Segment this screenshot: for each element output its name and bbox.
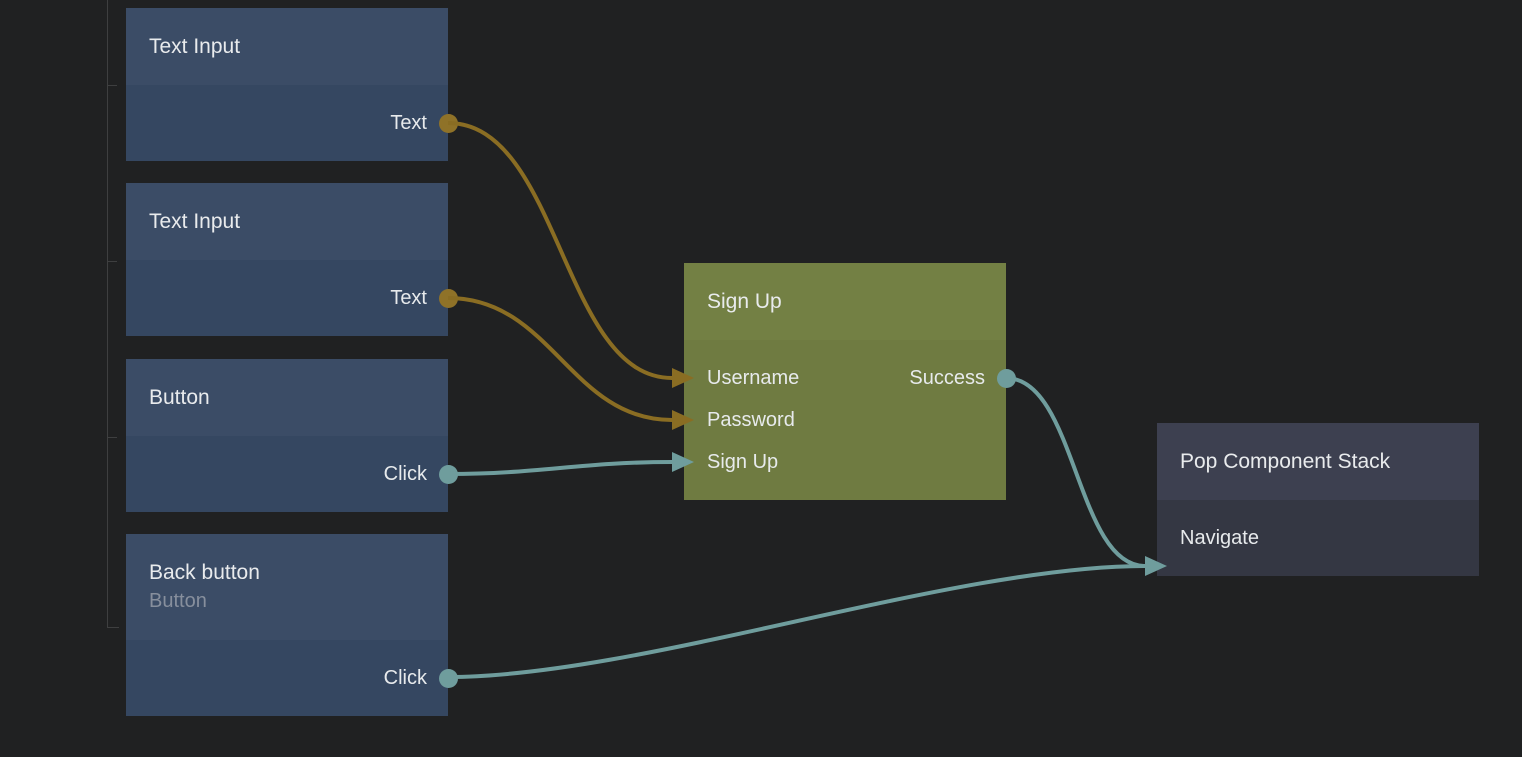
port-row: Sign Up [684,441,1006,483]
node-body: Text [126,260,458,336]
port-row: Username Success [684,357,1016,399]
node-header: Back button Button [126,534,448,640]
node-header: Sign Up [684,263,1006,340]
input-port-label: Username [707,366,800,389]
node-title: Pop Component Stack [1180,450,1391,473]
port-row: Text [126,277,458,319]
node-title: Text Input [149,210,241,233]
node-header: Text Input [126,183,448,260]
node-header: Button [126,359,448,436]
wire-button-click-to-signup-signup[interactable] [447,460,673,476]
input-port-label: Sign Up [707,450,779,473]
node-subtitle: Button [149,590,207,612]
node-body: Navigate [1157,500,1479,576]
node-back-button[interactable]: Back button Button Click [126,534,458,716]
frame-edge-tick [107,437,117,438]
wire-textinput1-text-to-signup-username[interactable] [447,121,673,380]
wire-signup-success-to-pop-navigate[interactable] [1005,376,1146,568]
node-header: Pop Component Stack [1157,423,1479,500]
input-port-label: Navigate [1180,526,1259,549]
output-port-label: Text [390,111,427,134]
wire-backbutton-click-to-pop-navigate[interactable] [447,564,1146,679]
node-title: Text Input [149,35,241,58]
output-port-label: Text [390,286,427,309]
output-port-label: Success [909,366,985,389]
node-title: Back button [149,561,260,584]
node-title: Button [149,386,210,409]
node-text-input-1[interactable]: Text Input Text [126,8,458,161]
node-pop-component-stack[interactable]: Pop Component Stack Navigate [1157,423,1479,576]
node-sign-up[interactable]: Sign Up Username Success Password Sign U… [684,263,1016,500]
port-row: Password [684,399,1006,441]
input-port-label: Password [707,408,795,431]
frame-edge-corner [107,627,119,628]
node-body: Text [126,85,458,161]
port-row: Text [126,102,458,144]
port-row: Click [126,453,458,495]
node-title: Sign Up [707,290,782,313]
node-body: Click [126,640,458,716]
node-header: Text Input [126,8,448,85]
port-row: Click [126,657,458,699]
node-body: Username Success Password Sign Up [684,340,1016,500]
output-port-label: Click [383,462,427,485]
wire-textinput2-text-to-signup-password[interactable] [447,296,673,422]
output-port-label: Click [383,666,427,689]
frame-edge-tick [107,85,117,86]
port-row: Navigate [1157,517,1479,559]
node-button[interactable]: Button Click [126,359,458,512]
frame-edge-vertical [107,0,108,627]
node-body: Click [126,436,458,512]
frame-edge-tick [107,261,117,262]
node-text-input-2[interactable]: Text Input Text [126,183,458,336]
